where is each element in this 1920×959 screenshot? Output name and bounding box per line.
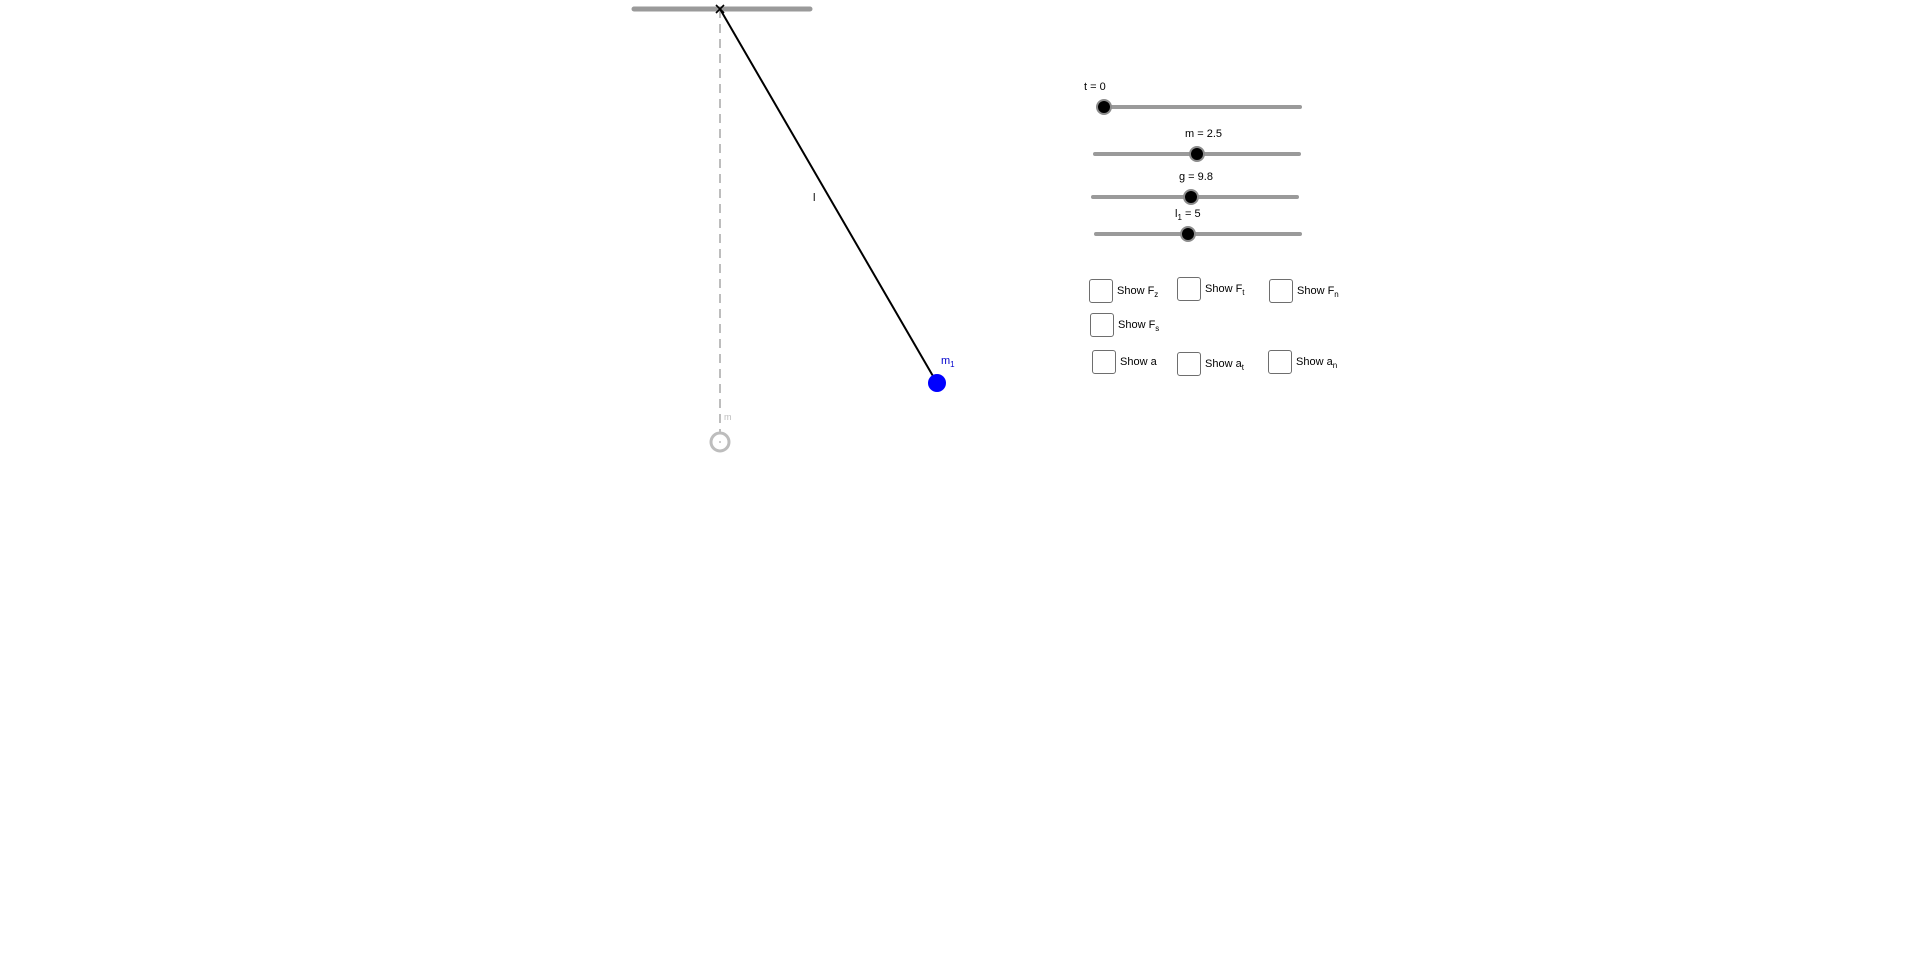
checkbox-label-text: Show F — [1117, 284, 1155, 297]
checkbox-box[interactable] — [1177, 277, 1201, 301]
slider-caption-l1-value: 5 — [1194, 208, 1201, 220]
mass-label-sub: 1 — [950, 360, 955, 369]
slider-knob[interactable] — [1180, 226, 1197, 242]
checkbox-label-sub: t — [1241, 362, 1244, 372]
rest-position-label: m — [724, 412, 732, 422]
slider-track[interactable] — [1096, 105, 1302, 109]
checkbox-box[interactable] — [1177, 352, 1201, 376]
rest-position-marker — [709, 431, 731, 453]
mass-label: m1 — [941, 355, 955, 369]
checkbox-box[interactable] — [1268, 350, 1292, 374]
slider-caption-l1-base: l — [1175, 208, 1178, 220]
slider-l1[interactable] — [1094, 226, 1302, 242]
checkbox-label: Show Fn — [1297, 284, 1339, 299]
slider-caption-l1-sub: 1 — [1177, 213, 1182, 222]
checkbox-label-text: Show F — [1297, 284, 1335, 297]
string-label: l — [813, 192, 816, 204]
checkbox-show-ft[interactable]: Show Ft — [1177, 277, 1245, 301]
checkbox-label-sub: n — [1332, 360, 1338, 370]
checkbox-show-at[interactable]: Show at — [1177, 352, 1244, 376]
checkbox-label: Show an — [1296, 355, 1338, 370]
checkbox-label-sub: t — [1242, 287, 1245, 297]
slider-t[interactable] — [1096, 99, 1302, 115]
slider-caption-m: m = 2.5 — [1185, 128, 1222, 140]
slider-g[interactable] — [1091, 189, 1299, 205]
checkbox-show-fs[interactable]: Show Fs — [1090, 313, 1159, 337]
checkbox-label: Show a — [1120, 356, 1157, 369]
mass-label-base: m — [941, 355, 951, 367]
checkbox-label: Show Ft — [1205, 282, 1245, 297]
checkbox-show-an[interactable]: Show an — [1268, 350, 1337, 374]
pendulum-bob[interactable] — [928, 374, 946, 392]
slider-track[interactable] — [1094, 232, 1302, 236]
checkbox-label-text: Show a — [1296, 355, 1333, 368]
checkbox-box[interactable] — [1269, 279, 1293, 303]
checkbox-show-fz[interactable]: Show Fz — [1089, 279, 1158, 303]
checkbox-label-text: Show F — [1118, 318, 1156, 331]
slider-caption-l1-rest: = 5 — [1181, 208, 1201, 220]
checkbox-label-sub: n — [1334, 289, 1339, 299]
checkbox-box[interactable] — [1092, 350, 1116, 374]
slider-knob[interactable] — [1096, 99, 1112, 115]
slider-caption-t: t = 0 — [1084, 81, 1106, 93]
checkbox-label-sub: z — [1154, 289, 1159, 299]
pivot-icon — [715, 4, 725, 14]
checkbox-show-fn[interactable]: Show Fn — [1269, 279, 1339, 303]
checkbox-label-text: Show a — [1205, 357, 1242, 370]
slider-knob[interactable] — [1189, 146, 1205, 162]
checkbox-box[interactable] — [1090, 313, 1114, 337]
checkbox-show-a[interactable]: Show a — [1092, 350, 1157, 374]
checkbox-label-text: Show F — [1205, 282, 1243, 295]
slider-caption-g: g = 9.8 — [1179, 171, 1213, 183]
checkbox-label: Show Fs — [1118, 318, 1160, 333]
checkbox-label: Show Fz — [1117, 284, 1159, 299]
rest-position-marker-center — [719, 441, 721, 443]
pendulum-string — [719, 8, 938, 384]
checkbox-label-text: Show a — [1120, 355, 1157, 368]
slider-knob[interactable] — [1183, 189, 1200, 205]
slider-m[interactable] — [1093, 146, 1301, 162]
checkbox-box[interactable] — [1089, 279, 1113, 303]
checkbox-label-sub: s — [1155, 323, 1160, 333]
checkbox-label: Show at — [1205, 357, 1244, 372]
slider-caption-l1: l1 = 5 — [1175, 208, 1201, 222]
